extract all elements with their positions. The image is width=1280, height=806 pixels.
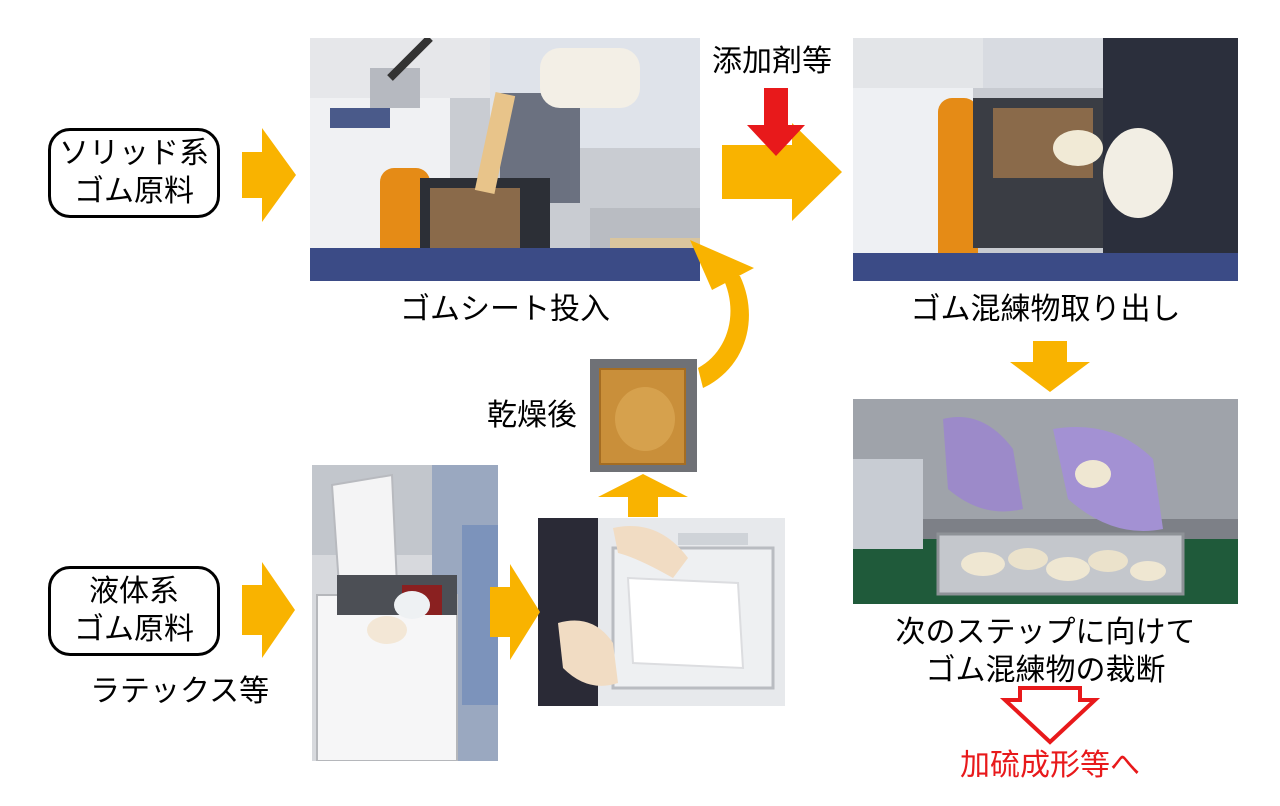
additive-label: 添加剤等 <box>712 44 832 79</box>
photo-latex-mixer <box>312 465 498 761</box>
cutting-caption: 次のステップに向けて ゴム混練物の裁断 <box>853 614 1238 690</box>
cutting-caption-line2: ゴム混練物の裁断 <box>925 653 1166 688</box>
next-step-label: 加硫成形等へ <box>960 748 1140 783</box>
photo-latex-tray <box>538 518 785 706</box>
step-sheet-input-label: ゴムシート投入 <box>400 292 610 327</box>
solid-source-box: ソリッド系 ゴム原料 <box>48 128 220 218</box>
arrow-dried-to-kneader <box>698 276 749 388</box>
arrow-tray-to-dried <box>598 474 688 517</box>
photo-kneader-sheet-input <box>310 38 700 281</box>
arrow-next-step <box>999 686 1101 745</box>
liquid-source-line2: ゴム原料 <box>74 612 194 647</box>
arrow-mixer-to-tray <box>490 564 540 660</box>
arrow-takeout-to-cutting <box>1010 341 1090 392</box>
cutting-caption-line1: 次のステップに向けて <box>895 615 1196 650</box>
arrow-kneader-to-takeout <box>722 123 842 221</box>
photo-dried-sheet <box>590 359 697 472</box>
arrow-solid-to-kneader <box>242 128 296 222</box>
step-takeout-label: ゴム混練物取り出し <box>910 292 1181 327</box>
solid-source-line2: ゴム原料 <box>74 174 194 209</box>
photo-rubber-cutting <box>853 399 1238 604</box>
liquid-source-box: 液体系 ゴム原料 <box>48 566 220 656</box>
photo-kneader-takeout <box>853 38 1238 281</box>
solid-source-line1: ソリッド系 <box>59 136 209 171</box>
latex-label: ラテックス等 <box>90 674 270 709</box>
arrow-liquid-to-mixer <box>242 562 295 658</box>
dried-label: 乾燥後 <box>487 398 577 433</box>
liquid-source-line1: 液体系 <box>89 574 179 609</box>
arrow-additive-down <box>747 88 805 156</box>
